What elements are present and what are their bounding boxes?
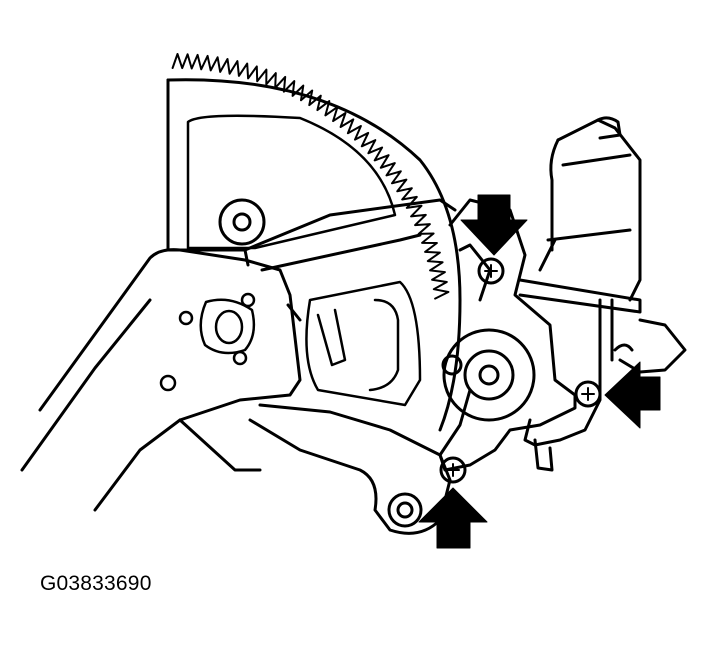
motor-housing bbox=[518, 116, 687, 472]
arrow-left-icon bbox=[604, 361, 661, 429]
lift-arm bbox=[20, 233, 422, 512]
drive-pinion bbox=[441, 328, 536, 422]
screw-right bbox=[574, 380, 602, 408]
sector-cutouts bbox=[186, 114, 422, 407]
arrow-up-icon bbox=[418, 487, 488, 549]
screw-top bbox=[477, 257, 505, 285]
sector-gear-teeth bbox=[171, 53, 450, 300]
callout-arrows bbox=[418, 194, 661, 549]
arrow-down-icon bbox=[460, 194, 528, 256]
arm-plate-holes bbox=[159, 292, 256, 392]
gear-tooth-row bbox=[171, 53, 450, 300]
screw-bottom bbox=[439, 456, 467, 484]
upper-pivot-boss bbox=[218, 198, 266, 246]
sector-plate bbox=[166, 78, 462, 432]
figure-code: G03833690 bbox=[40, 572, 152, 595]
lower-bracket bbox=[248, 403, 452, 535]
